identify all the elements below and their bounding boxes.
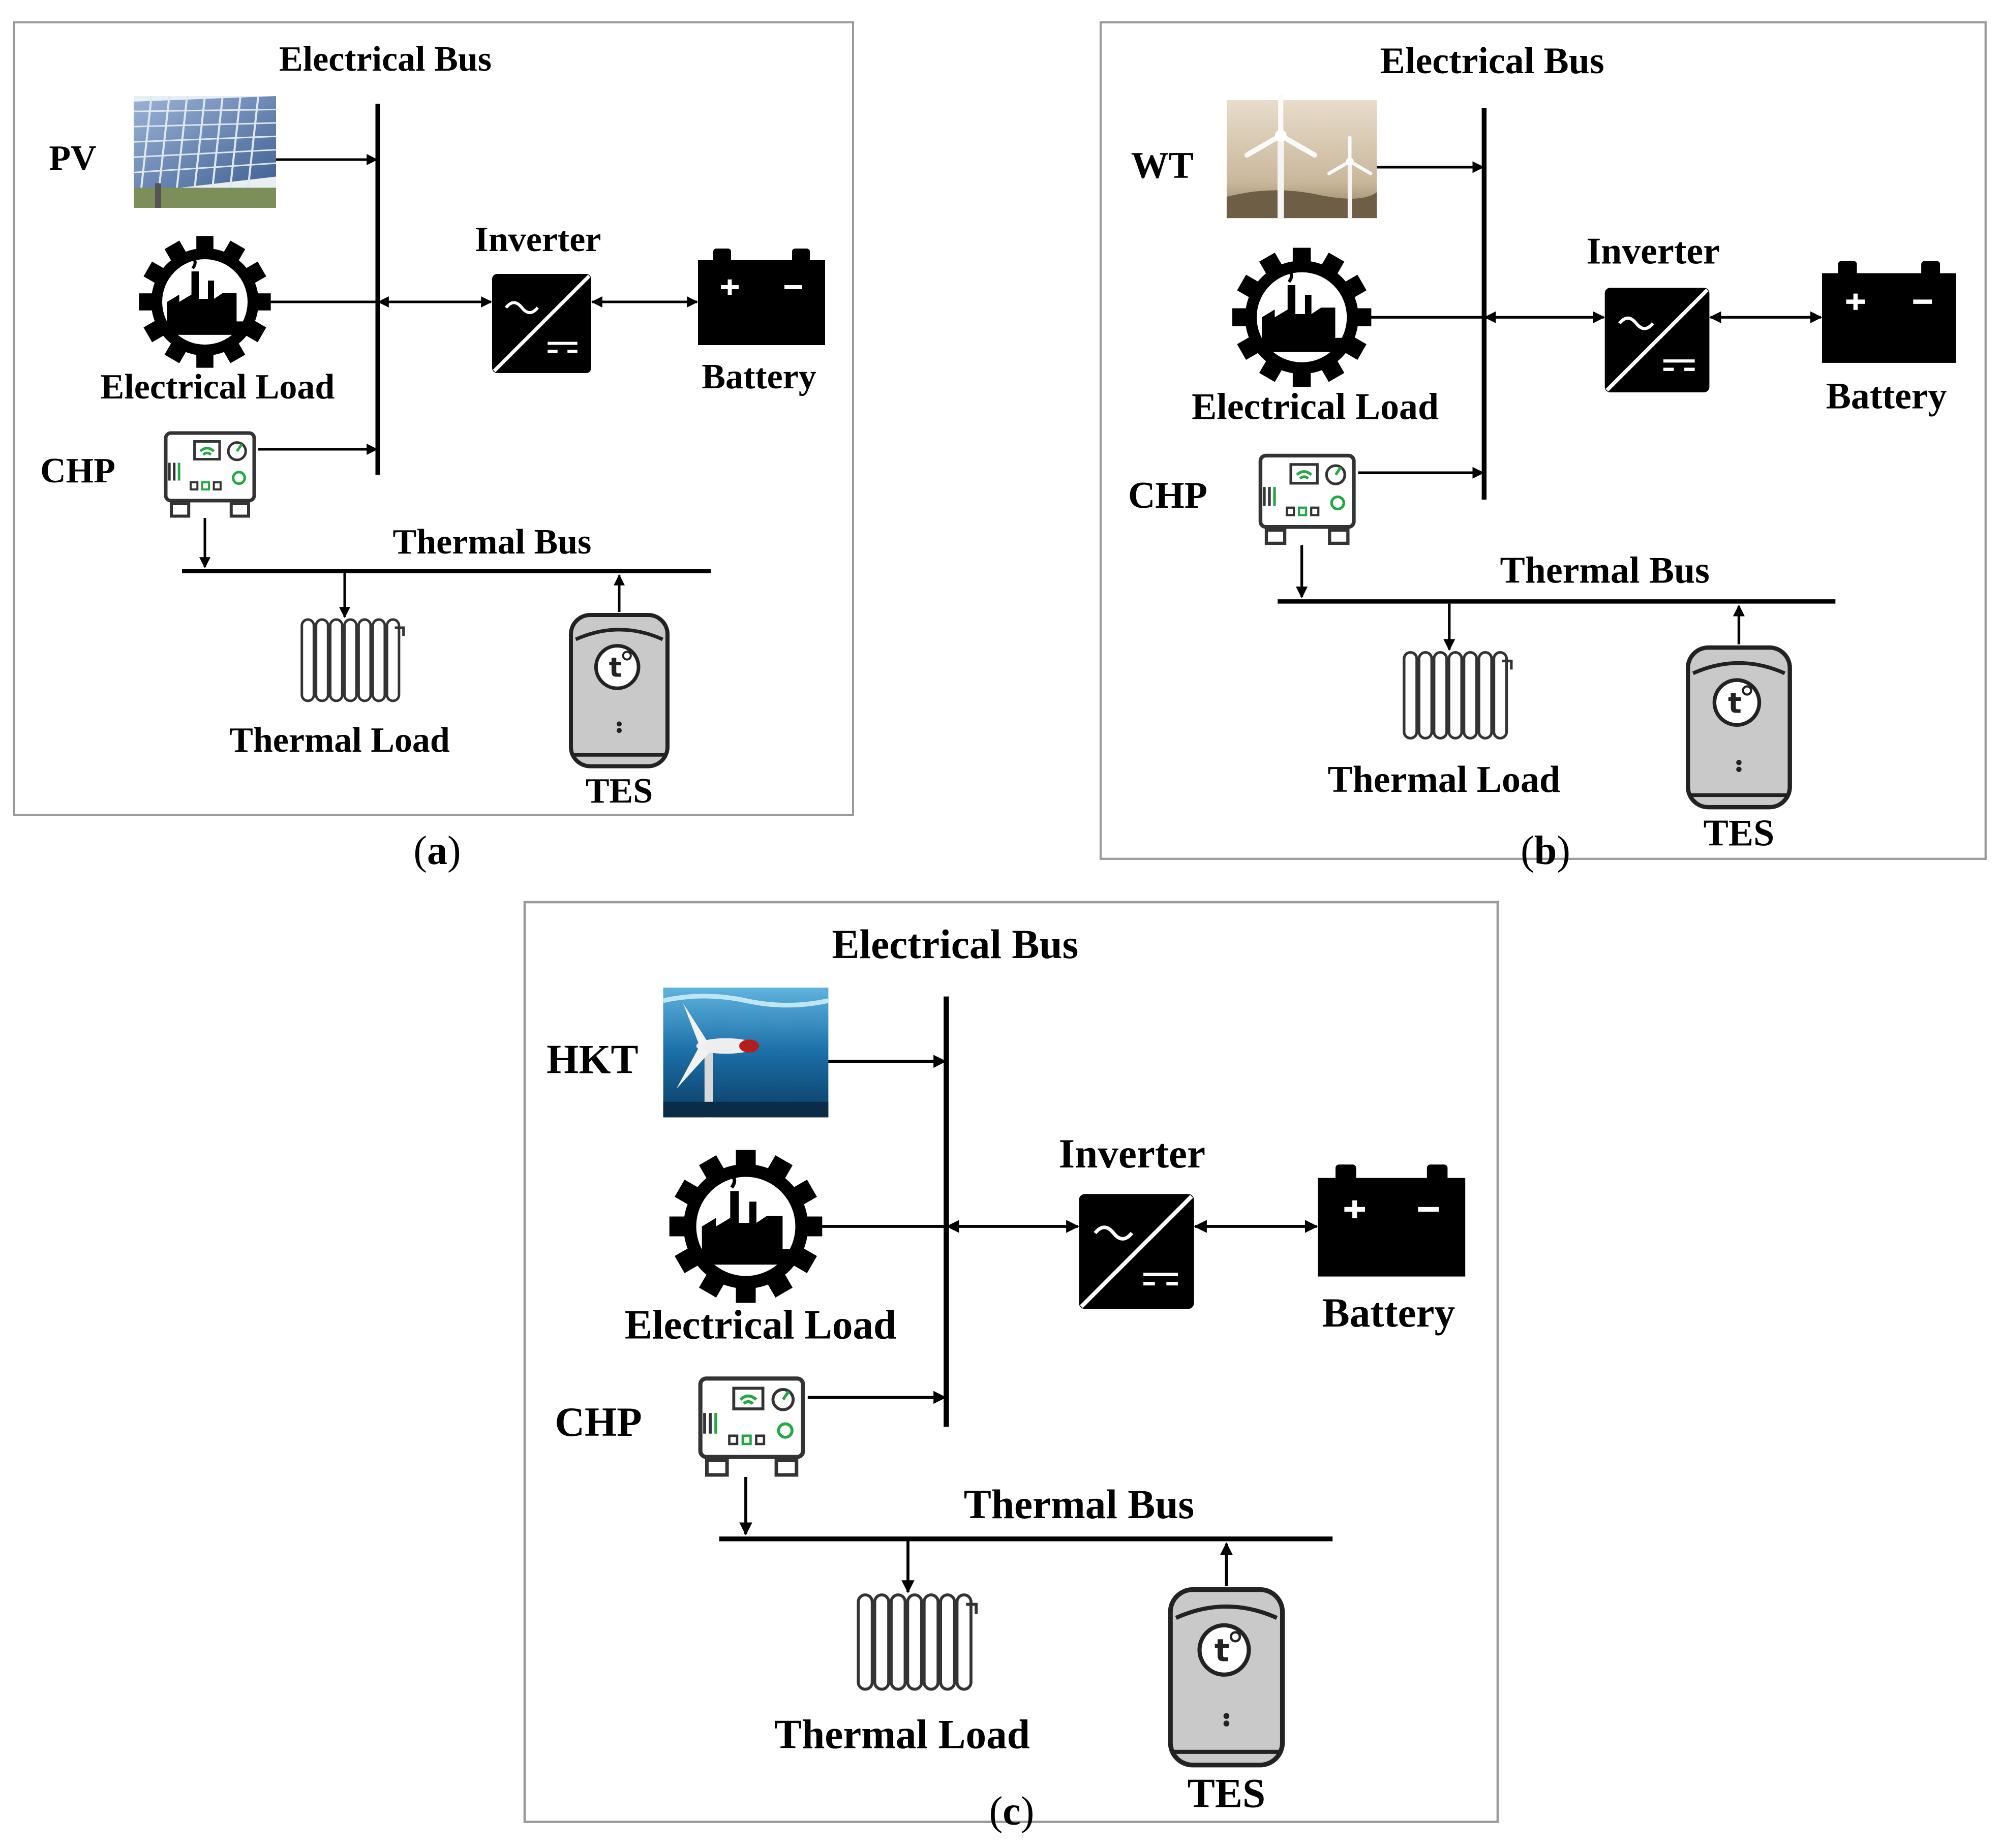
battery-icon (1822, 261, 1956, 363)
electrical-bus-label: Electrical Bus (1380, 40, 1604, 81)
tes-label: TES (1704, 812, 1775, 853)
battery-label: Battery (1322, 1290, 1455, 1336)
factory-gear-icon (669, 1150, 823, 1303)
source-label: PV (49, 139, 96, 178)
thermal-load-label: Thermal Load (774, 1712, 1030, 1758)
chp-label: CHP (1128, 474, 1207, 516)
electrical-load-label: Electrical Load (1192, 386, 1439, 427)
tes-label: TES (1188, 1771, 1265, 1816)
battery-label: Battery (1826, 375, 1947, 417)
battery-label: Battery (702, 357, 816, 396)
battery-icon (698, 249, 825, 345)
svg-text:t: t (1215, 1633, 1230, 1669)
chp-unit-icon (164, 431, 256, 518)
inverter-label: Inverter (1586, 230, 1719, 272)
factory-gear-icon (139, 236, 271, 368)
panel-caption-c: (c) (989, 1789, 1035, 1834)
inverter-label: Inverter (475, 220, 601, 259)
source-label: WT (1131, 144, 1194, 186)
factory-gear-icon (1232, 248, 1372, 387)
chp-label: CHP (555, 1399, 642, 1445)
chp-unit-icon (698, 1376, 805, 1477)
panel-caption-a: (a) (413, 828, 461, 873)
electrical-load-label: Electrical Load (101, 367, 335, 407)
inverter-icon (1079, 1194, 1194, 1309)
thermal-load-label: Thermal Load (1327, 758, 1560, 800)
radiator-icon (300, 618, 405, 702)
thermal-bus-label: Thermal Bus (1500, 549, 1710, 591)
panel-caption-b: (b) (1521, 828, 1570, 873)
thermal-storage-tank-icon: t (569, 613, 670, 768)
wind-turbine-icon (1226, 94, 1377, 219)
inverter-icon (1604, 288, 1710, 392)
electrical-bus-label: Electrical Bus (832, 921, 1078, 967)
thermal-bus-label: Thermal Bus (393, 522, 592, 562)
thermal-bus-label: Thermal Bus (964, 1482, 1194, 1527)
thermal-storage-tank-icon: t (1168, 1587, 1285, 1768)
battery-icon (1318, 1164, 1466, 1277)
thermal-storage-tank-icon: t (1686, 645, 1792, 810)
chp-unit-icon (1258, 453, 1356, 545)
hydrokinetic-turbine-icon (662, 988, 829, 1118)
svg-text:t: t (1728, 687, 1742, 720)
inverter-label: Inverter (1059, 1131, 1206, 1177)
svg-text:t: t (609, 652, 622, 684)
radiator-icon (857, 1593, 978, 1691)
source-label: HKT (547, 1036, 638, 1082)
thermal-load-label: Thermal Load (229, 721, 450, 760)
tes-label: TES (586, 772, 653, 811)
inverter-icon (492, 274, 591, 373)
electrical-bus-label: Electrical Bus (279, 40, 492, 79)
solar-panel-icon (133, 96, 277, 208)
chp-label: CHP (40, 451, 115, 490)
electrical-load-label: Electrical Load (625, 1302, 896, 1347)
radiator-icon (1403, 651, 1513, 740)
